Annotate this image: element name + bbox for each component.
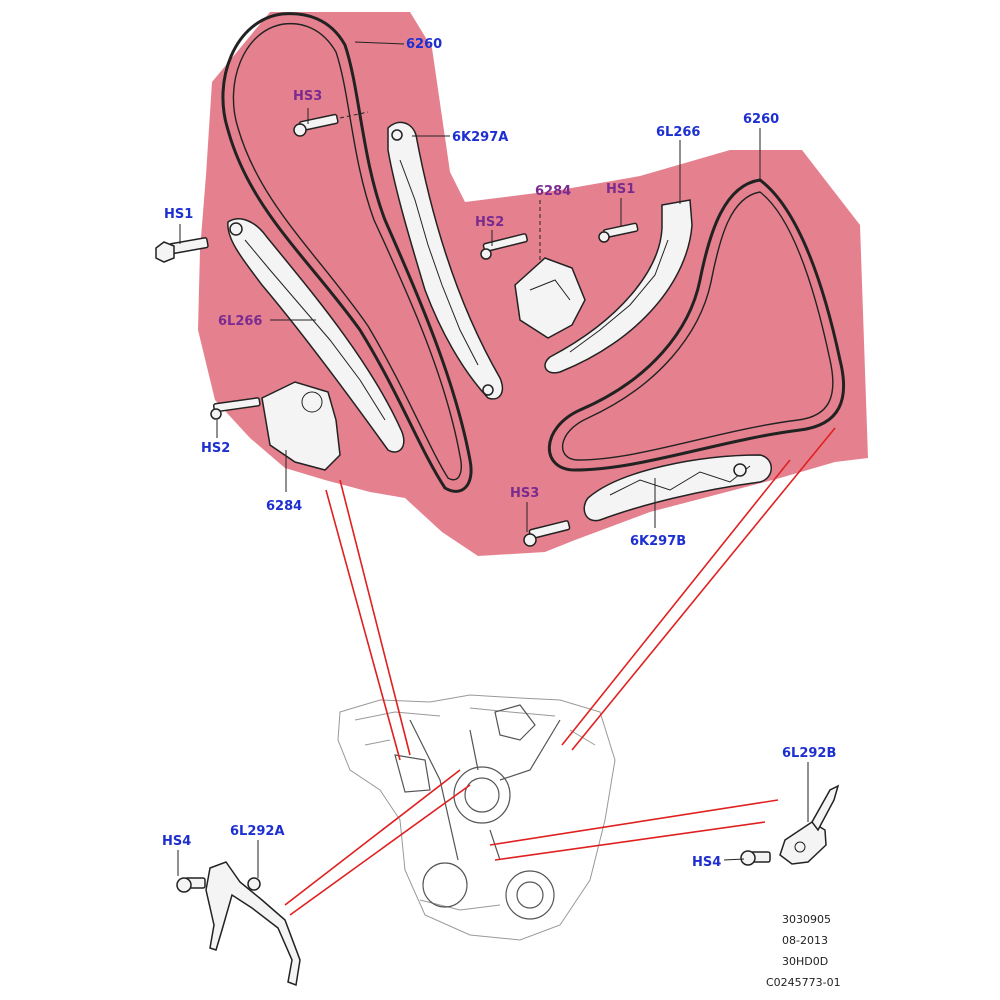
label-tensioner-right: 6284	[535, 184, 571, 199]
timing-chain-right	[547, 178, 846, 472]
chain-guide-6k297b	[583, 454, 772, 522]
reference-line-3: 30HD0D	[782, 955, 828, 968]
label-tensioner-left: 6284	[266, 499, 302, 514]
callout-lines	[284, 427, 836, 916]
label-hs1-left: HS1	[164, 207, 193, 222]
timing-tool-6l292a	[205, 861, 301, 987]
label-leaders	[177, 41, 809, 878]
timing-tool-6l292b	[779, 784, 840, 865]
label-guide-b: 6K297B	[630, 534, 686, 549]
hs4-bolt-left	[176, 877, 206, 893]
label-tensioner-arm-left: 6L266	[218, 314, 262, 329]
label-tool-b: 6L292B	[782, 746, 836, 761]
label-hs1-right: HS1	[606, 182, 635, 197]
label-chain-right: 6260	[743, 112, 779, 127]
hs1-bolt-right	[598, 222, 639, 243]
hs3-bolt-bottom	[523, 520, 571, 547]
reference-line-2: 08-2013	[782, 934, 828, 947]
tensioner-6284-right	[514, 200, 586, 339]
label-hs4-right: HS4	[692, 855, 721, 870]
label-chain-left: 6260	[406, 37, 442, 52]
chain-guide-6k297a	[387, 121, 504, 400]
hs1-bolt-left	[155, 237, 209, 263]
engine-assembly-sketch	[337, 694, 616, 941]
label-tool-a: 6L292A	[230, 824, 285, 839]
timing-chain-left	[221, 12, 473, 493]
hs4-bolt-right	[740, 850, 771, 866]
label-hs4-left: HS4	[162, 834, 191, 849]
hs2-bolt-right	[480, 233, 528, 260]
label-hs2-right: HS2	[475, 215, 504, 230]
label-guide-a: 6K297A	[452, 130, 508, 145]
hs3-bolt-top	[293, 111, 369, 137]
label-hs2-left: HS2	[201, 441, 230, 456]
tensioner-arm-6l266-right	[544, 199, 693, 374]
reference-line-4: C0245773-01	[766, 976, 841, 989]
label-hs3-top: HS3	[293, 89, 322, 104]
tensioner-arm-6l266-left	[227, 218, 405, 453]
label-hs3-bottom: HS3	[510, 486, 539, 501]
label-tensioner-arm-right: 6L266	[656, 125, 700, 140]
reference-line-1: 3030905	[782, 913, 831, 926]
tensioner-6284-left	[210, 381, 341, 471]
